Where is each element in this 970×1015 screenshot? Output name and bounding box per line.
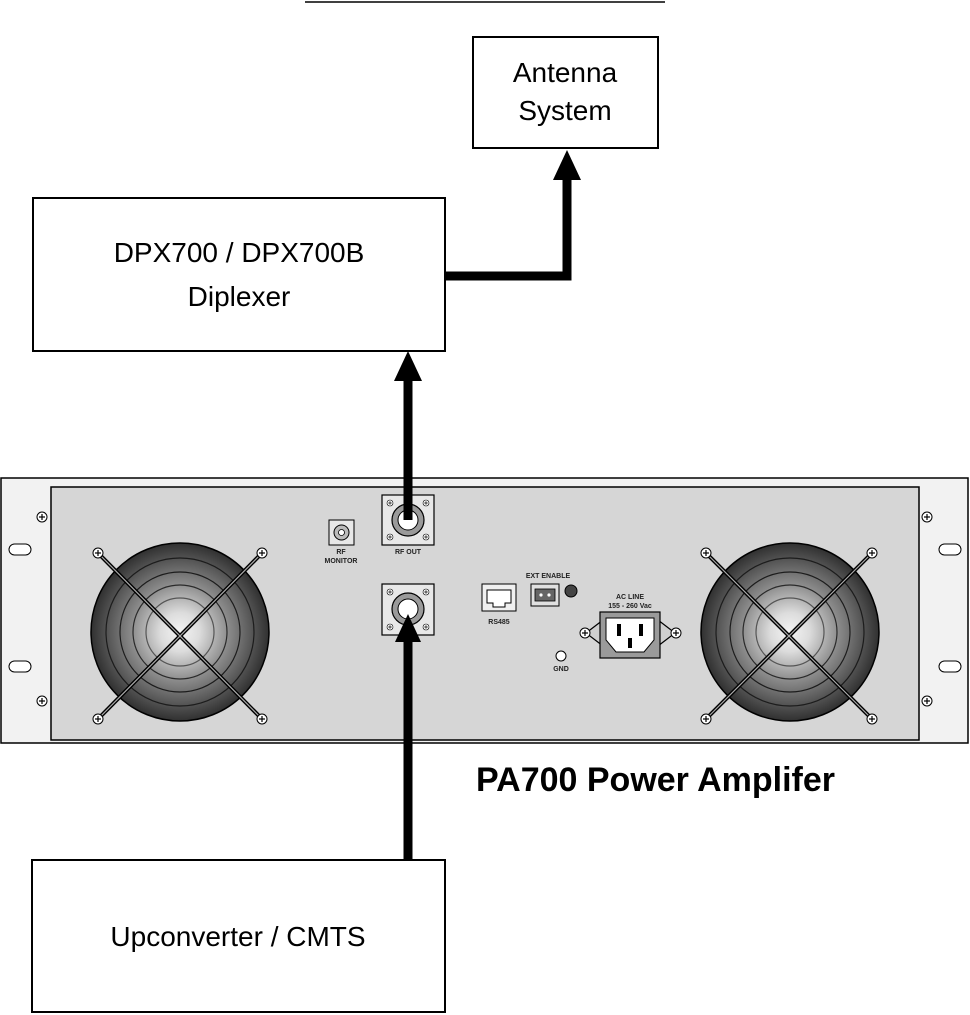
rack-slot	[939, 661, 961, 672]
panel-screw	[37, 696, 47, 706]
right-fan-icon	[701, 543, 879, 724]
rack-slot	[939, 544, 961, 555]
rs485-label: RS485	[488, 619, 510, 626]
rs485-port-icon	[482, 584, 516, 611]
gnd-terminal-icon	[556, 651, 566, 661]
diplexer-label-line2: Diplexer	[188, 281, 291, 312]
ac-line-label-2: 155 - 260 Vac	[608, 603, 652, 610]
panel-screw	[922, 512, 932, 522]
rf-monitor-label-2: MONITOR	[325, 558, 358, 565]
amplifier-title: PA700 Power Amplifer	[476, 761, 835, 799]
panel-screw	[922, 696, 932, 706]
upconverter-block: Upconverter / CMTS	[32, 860, 445, 1012]
ac-line-label-1: AC LINE	[616, 594, 644, 601]
rf-monitor-label-1: RF	[336, 549, 346, 556]
rf-out-label: RF OUT	[395, 549, 422, 556]
diplexer-block: DPX700 / DPX700B Diplexer	[33, 198, 445, 351]
gnd-label: GND	[553, 666, 569, 673]
rack-slot	[9, 544, 31, 555]
arrow-diplexer-to-antenna	[445, 150, 581, 276]
rack-slot	[9, 661, 31, 672]
upconverter-label: Upconverter / CMTS	[110, 921, 365, 952]
pa700-chassis: RF MONITOR RF OUT RS485	[1, 478, 968, 743]
antenna-label-line1: Antenna	[513, 57, 618, 88]
diplexer-label-line1: DPX700 / DPX700B	[114, 237, 365, 268]
antenna-label-line2: System	[518, 95, 611, 126]
status-led-icon	[565, 585, 577, 597]
left-fan-icon	[91, 543, 269, 724]
ext-enable-label: EXT ENABLE	[526, 573, 571, 580]
ext-enable-terminal-icon	[531, 584, 559, 606]
rf-monitor-connector-icon	[329, 520, 354, 545]
antenna-system-block: Antenna System	[473, 37, 658, 148]
panel-screw	[37, 512, 47, 522]
